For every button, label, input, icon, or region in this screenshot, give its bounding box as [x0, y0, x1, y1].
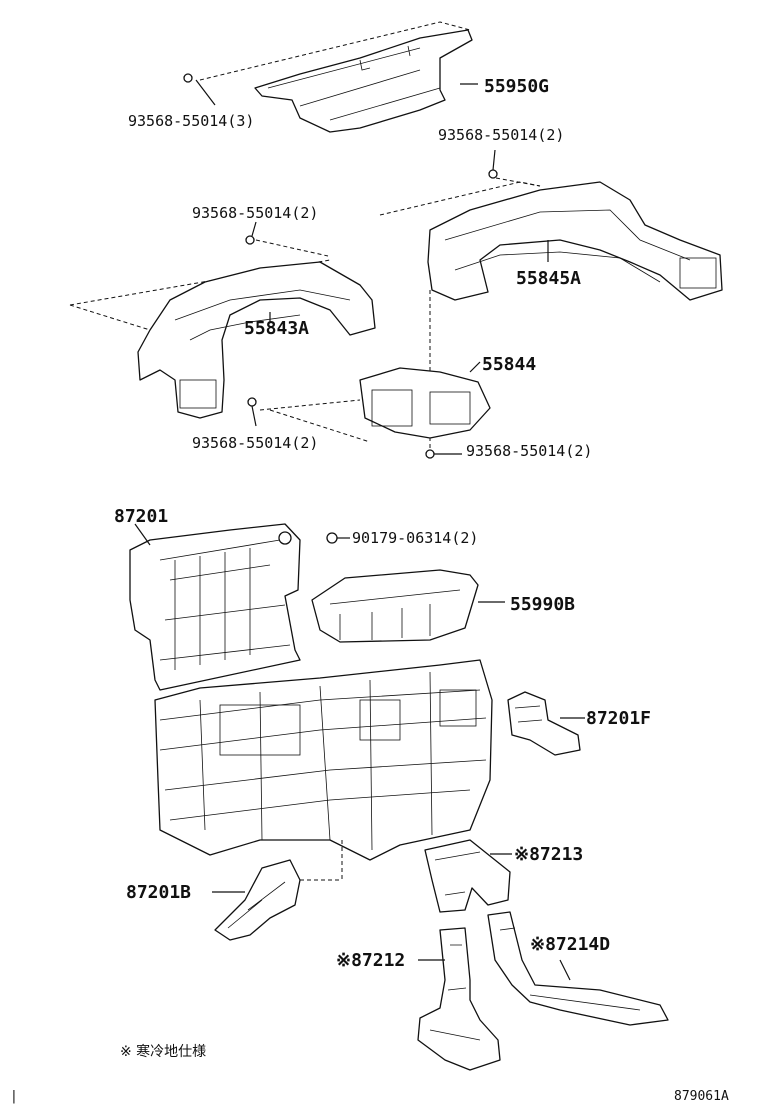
label-87201b: 87201B	[126, 882, 191, 903]
duct-87201b	[212, 859, 301, 941]
label-90179: 90179-06314(2)	[352, 529, 478, 547]
duct-87212	[417, 927, 501, 1071]
duct-87213	[424, 839, 512, 913]
label-93568-top-right: 93568-55014(2)	[438, 126, 564, 144]
label-93568-mid-left: 93568-55014(2)	[192, 204, 318, 222]
label-87201: 87201	[114, 506, 168, 527]
duct-55843a	[69, 235, 376, 419]
label-87214d: ※87214D	[530, 934, 610, 955]
corner-mark: |	[10, 1089, 18, 1104]
footnote: ※ 寒冷地仕様	[120, 1043, 206, 1060]
label-87201f: 87201F	[586, 708, 651, 729]
label-55844: 55844	[482, 354, 536, 375]
case-87201	[129, 523, 350, 691]
duct-55950g	[183, 21, 478, 133]
drawing-id: 879061A	[674, 1089, 729, 1104]
label-55843a: 55843A	[244, 318, 309, 339]
label-87213: ※87213	[514, 844, 583, 865]
leader-lines	[195, 79, 496, 455]
label-87212: ※87212	[336, 950, 405, 971]
duct-87201f	[507, 691, 585, 756]
duct-87214d	[487, 911, 669, 1026]
hvac-main-body	[154, 659, 493, 881]
duct-55845a	[379, 169, 723, 301]
label-55950g: 55950G	[484, 76, 549, 97]
label-55845a: 55845A	[516, 268, 581, 289]
label-93568-low-right: 93568-55014(2)	[466, 442, 592, 460]
frame-55990b	[311, 569, 505, 643]
label-55990b: 55990B	[510, 594, 575, 615]
label-93568-low-left: 93568-55014(2)	[192, 434, 318, 452]
label-93568-top-left: 93568-55014(3)	[128, 112, 254, 130]
